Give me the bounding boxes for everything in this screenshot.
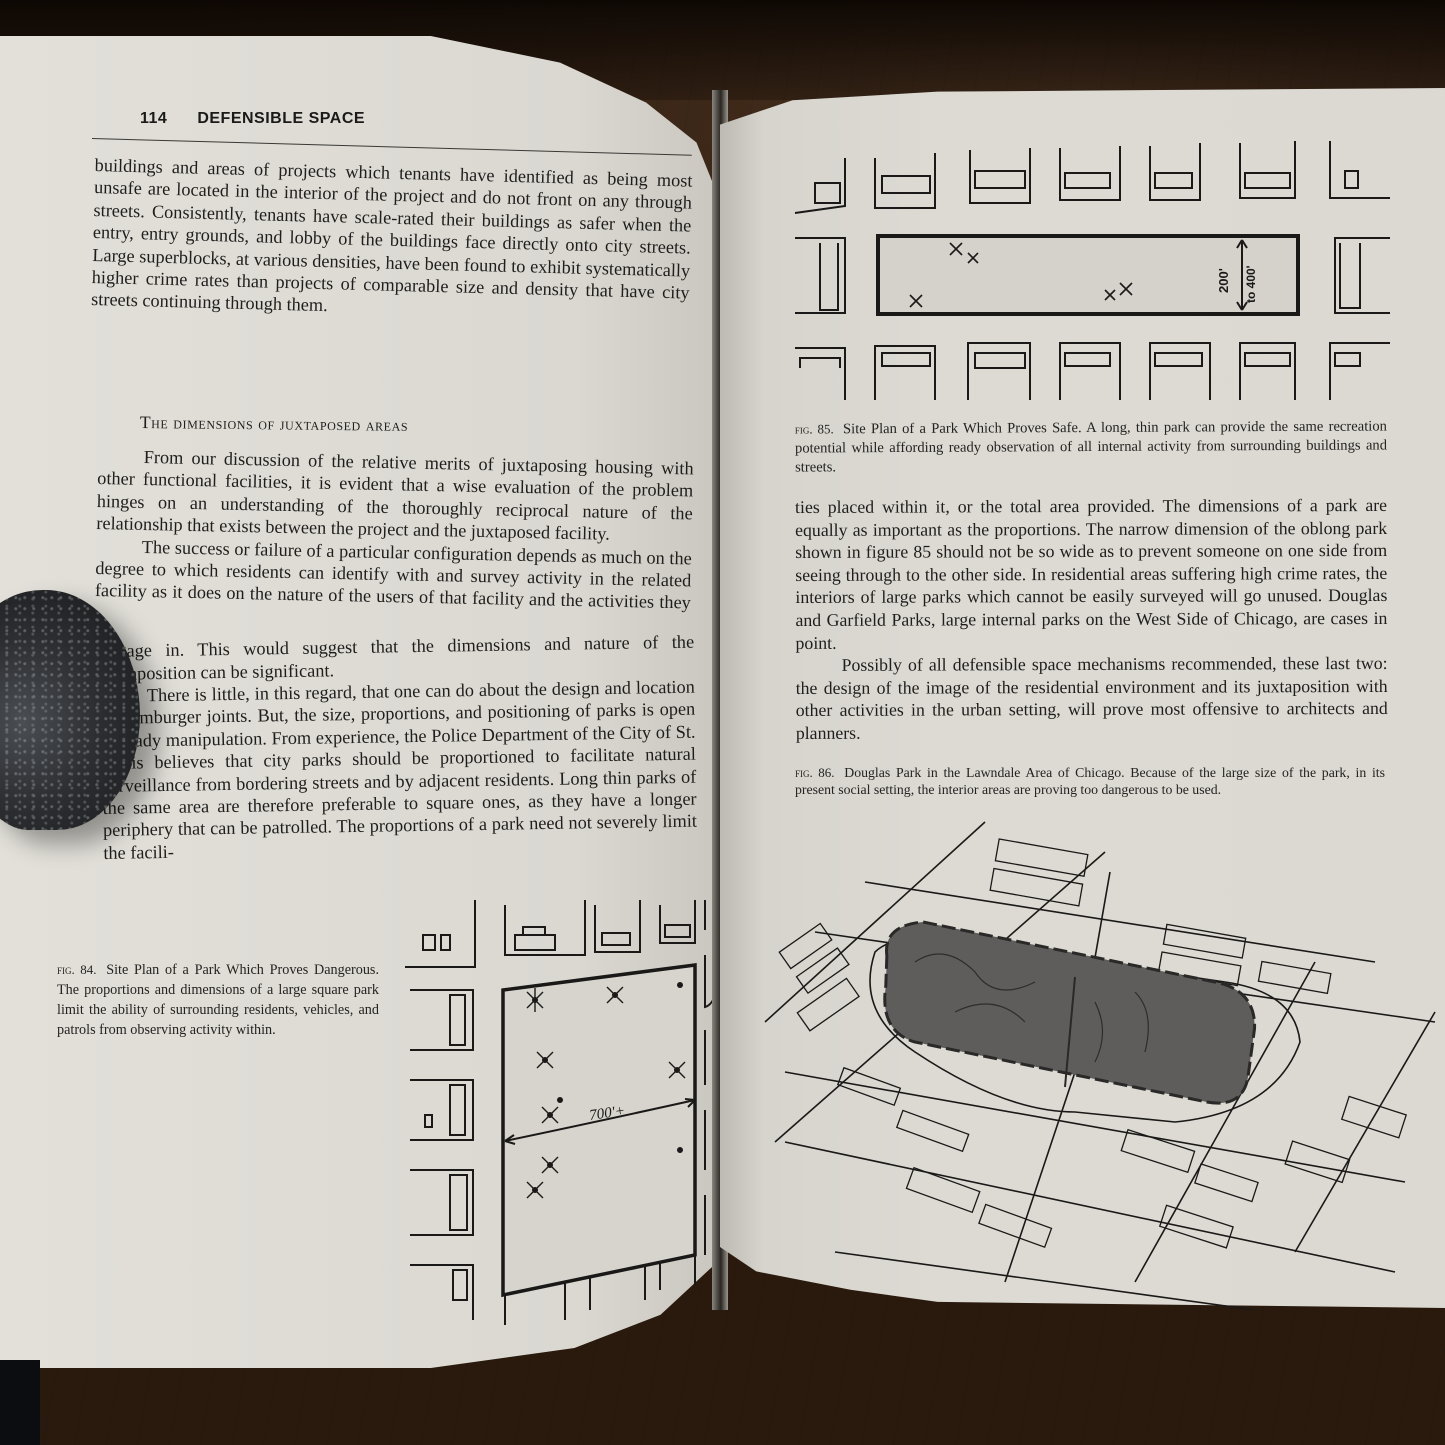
body-text-lower: The success or failure of a particular c… (100, 631, 697, 865)
page-number: 114 (140, 110, 168, 127)
figure-84-caption: fig. 84. Site Plan of a Park Which Prove… (57, 960, 379, 1040)
figure-caption-text: Site Plan of a Park Which Proves Safe. A… (794, 418, 1388, 476)
figure-label: fig. 85. (794, 421, 834, 437)
figure-label: fig. 84. (57, 962, 97, 977)
book-title: DEFENSIBLE SPACE (197, 110, 366, 127)
figure-86-caption: fig. 86. Douglas Park in the Lawndale Ar… (795, 764, 1385, 798)
right-body-text: ties placed within it, or the total area… (795, 494, 1388, 745)
paragraph-3: There is little, in this regard, that on… (101, 676, 698, 863)
section-heading: The dimensions of juxtaposed areas (139, 412, 409, 435)
paragraph-continued-right: ties placed within it, or the total area… (795, 494, 1388, 653)
paragraph-final: Possibly of all defensible space mechani… (795, 653, 1388, 743)
paragraph-1: From our discussion of the relative meri… (96, 446, 694, 544)
figure-85-long-park-plan: 200' to 400' (794, 141, 1390, 400)
dimension-700: 700'+ (588, 1103, 626, 1124)
paragraph-2-end: The success or failure of a particular c… (100, 631, 695, 684)
figure-86-douglas-park-aerial (764, 821, 1436, 1310)
running-head: 114 DEFENSIBLE SPACE (140, 110, 365, 128)
continued-paragraph: buildings and areas of projects which te… (91, 154, 693, 326)
figure-label: fig. 86. (795, 765, 835, 780)
figure-caption-text: Site Plan of a Park Which Proves Dangero… (57, 962, 379, 1038)
paragraph-2-start: The success or failure of a particular c… (94, 536, 692, 616)
paragraph-continued: buildings and areas of projects which te… (90, 154, 693, 316)
figure-84-square-park-plan: 700'+ (405, 900, 720, 1325)
dimension-200: 200' (1216, 268, 1231, 293)
figure-caption-text: Douglas Park in the Lawndale Area of Chi… (795, 765, 1385, 797)
body-text-middle: From our discussion of the relative meri… (95, 445, 694, 615)
dimension-to-400: to 400' (1244, 265, 1258, 303)
figure-85-caption: fig. 85. Site Plan of a Park Which Prove… (795, 416, 1387, 477)
dark-object-corner (0, 1360, 40, 1445)
